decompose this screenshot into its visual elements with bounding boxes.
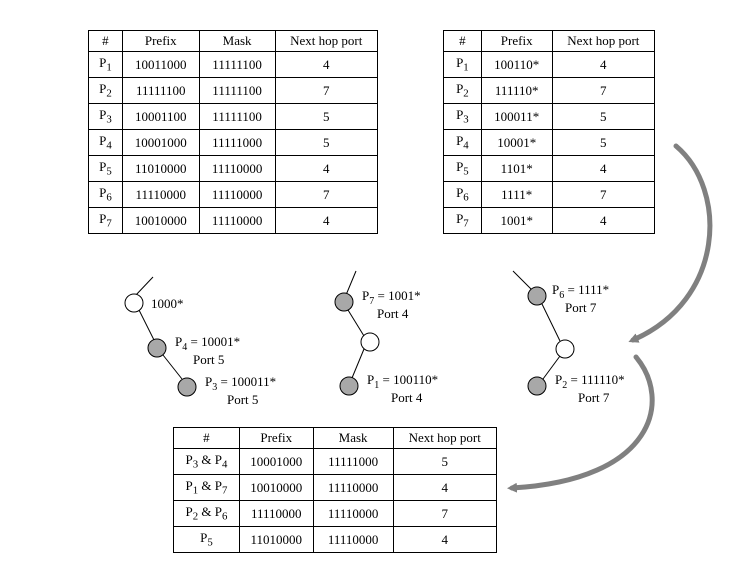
prefix-id-pair: P3 & P4	[173, 448, 240, 475]
port-value: 4	[392, 474, 497, 501]
port-value: 4	[551, 207, 656, 234]
port-label: Port 5	[227, 392, 258, 407]
mask-value: 11110000	[312, 526, 394, 553]
port-value: 5	[274, 103, 379, 130]
node-label: 1000*	[151, 296, 184, 311]
arrow-trie-to-table	[507, 354, 655, 493]
port-value: 5	[392, 448, 497, 475]
port-label: Port 7	[565, 300, 597, 315]
table-row: P5 11010000 11110000 4	[88, 155, 379, 182]
prefix-id: P5	[443, 155, 482, 182]
port-value: 4	[392, 526, 497, 553]
trie-edge	[542, 355, 561, 380]
trie-node-prefix	[177, 377, 197, 397]
trie-node-prefix	[339, 376, 359, 396]
trie-node-prefix	[147, 338, 167, 358]
node-label: P6 = 1111*	[552, 282, 609, 301]
table-row: P3 100011* 5	[443, 103, 656, 130]
node-label: P3 = 100011*	[205, 374, 276, 393]
node-label: P1 = 100110*	[367, 372, 438, 391]
mask-value: 11111000	[312, 448, 394, 475]
routing-table-aggregated: # Prefix Mask Next hop port P3 & P4 1000…	[173, 427, 497, 553]
trie-tree-3: P6 = 1111* Port 7 P2 = 111110* Port 7	[512, 270, 625, 405]
prefix-id-pair: P5	[173, 526, 240, 553]
trie-edge	[541, 303, 561, 342]
prefix-value: 11010000	[121, 155, 200, 182]
port-label: Port 4	[391, 390, 423, 405]
port-label: Port 4	[377, 306, 409, 321]
mask-value: 11110000	[312, 474, 394, 501]
table-row: P4 10001000 11111000 5	[88, 129, 379, 156]
mask-value: 11110000	[198, 181, 276, 208]
table-row: P3 10001100 11111100 5	[88, 103, 379, 130]
trie-tree-1: 1000* P4 = 10001* Port 5 P3 = 100011* Po…	[124, 276, 276, 407]
trie-node-prefix	[334, 292, 354, 312]
trie-tree-2: P7 = 1001* Port 4 P1 = 100110* Port 4	[334, 270, 438, 405]
port-value: 4	[274, 155, 379, 182]
mask-value: 11110000	[198, 207, 276, 234]
port-value: 7	[551, 181, 656, 208]
table-row: P7 10010000 11110000 4	[88, 207, 379, 234]
port-value: 4	[274, 51, 379, 78]
prefix-value: 100011*	[480, 103, 553, 130]
trie-edge	[138, 309, 155, 341]
arrow-table-to-trie	[628, 143, 713, 343]
trie-edge	[134, 276, 154, 297]
node-label: P2 = 111110*	[555, 372, 625, 391]
port-label: Port 5	[193, 352, 224, 367]
table-row: P3 & P4 10001000 11111000 5	[173, 448, 497, 475]
port-value: 7	[392, 500, 497, 527]
prefix-value: 11110000	[238, 500, 314, 527]
trie-edge	[347, 309, 365, 337]
prefix-value: 1111*	[480, 181, 553, 208]
prefix-value: 11010000	[238, 526, 314, 553]
port-value: 5	[551, 103, 656, 130]
col-header-mask: Mask	[312, 427, 394, 449]
prefix-value: 10010000	[238, 474, 314, 501]
trie-node-empty	[555, 339, 575, 359]
port-value: 4	[551, 51, 656, 78]
mask-value: 11111000	[198, 129, 276, 156]
prefix-value: 10010000	[121, 207, 200, 234]
table-row: P7 1001* 4	[443, 207, 656, 234]
trie-node-prefix	[527, 376, 547, 396]
prefix-value: 10001100	[121, 103, 200, 130]
prefix-id: P7	[443, 207, 482, 234]
prefix-id: P6	[88, 181, 123, 208]
table-row: P5 11010000 11110000 4	[173, 526, 497, 553]
port-label: Port 7	[578, 390, 610, 405]
trie-node-empty	[360, 332, 380, 352]
table-row: P2 111110* 7	[443, 77, 656, 104]
table-row: P4 10001* 5	[443, 129, 656, 156]
prefix-value: 111110*	[480, 77, 553, 104]
prefix-id: P2	[88, 77, 123, 104]
routing-table-wildcard: # Prefix Next hop port P1 100110* 4 P2 1…	[443, 30, 656, 234]
trie-edge	[351, 348, 365, 379]
trie-edge	[512, 270, 532, 290]
port-value: 4	[274, 207, 379, 234]
table-row: P1 & P7 10010000 11110000 4	[173, 474, 497, 501]
prefix-value: 1001*	[480, 207, 553, 234]
port-value: 7	[274, 77, 379, 104]
trie-node-empty	[124, 293, 144, 313]
trie-node-prefix	[527, 286, 547, 306]
table-row: P1 10011000 11111100 4	[88, 51, 379, 78]
prefix-id: P4	[443, 129, 482, 156]
node-label: P4 = 10001*	[175, 334, 240, 353]
routing-table-original: # Prefix Mask Next hop port P1 10011000 …	[88, 30, 379, 234]
trie-edge	[162, 354, 183, 380]
table-row: P6 1111* 7	[443, 181, 656, 208]
trie-edge	[345, 270, 357, 296]
node-label: P7 = 1001*	[362, 288, 421, 307]
